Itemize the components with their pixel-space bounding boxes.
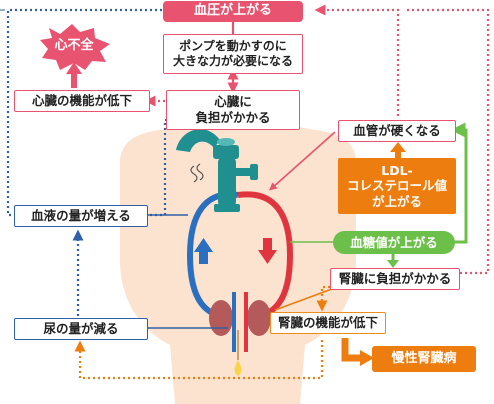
kidneys [209,292,271,360]
heart-burden-label: 心臓に 負担がかかる [166,90,300,130]
urine-down-label: 尿の量が減る [14,318,148,340]
heart-failure-burst [40,24,110,70]
flow-down-arrow [258,238,277,264]
kidney-function-down-label: 腎臓の機能が低下 [270,312,386,334]
vessels-harden-label: 血管が硬くなる [338,120,456,142]
pump-icon [176,129,258,212]
blood-pressure-up-label: 血圧が上がる [163,1,303,22]
flow-up-arrow [194,238,213,264]
pump-force-label: ポンプを動かすのに 大きな力が必要になる [163,34,303,74]
urine-drop [234,360,242,376]
heart-failure-label: 心不全 [54,37,94,53]
heart-function-down-label: 心臓の機能が低下 [14,90,150,112]
glucose-up-label: 血糖値が上がる [333,231,455,254]
kidney-burden-label: 腎臓に負担がかかる [330,268,460,290]
ckd-label: 慢性腎臓病 [372,346,476,372]
ldl-up-label: LDL- コレステロール値 が上がる [338,158,456,214]
blood-volume-up-label: 血液の量が増える [14,205,148,227]
